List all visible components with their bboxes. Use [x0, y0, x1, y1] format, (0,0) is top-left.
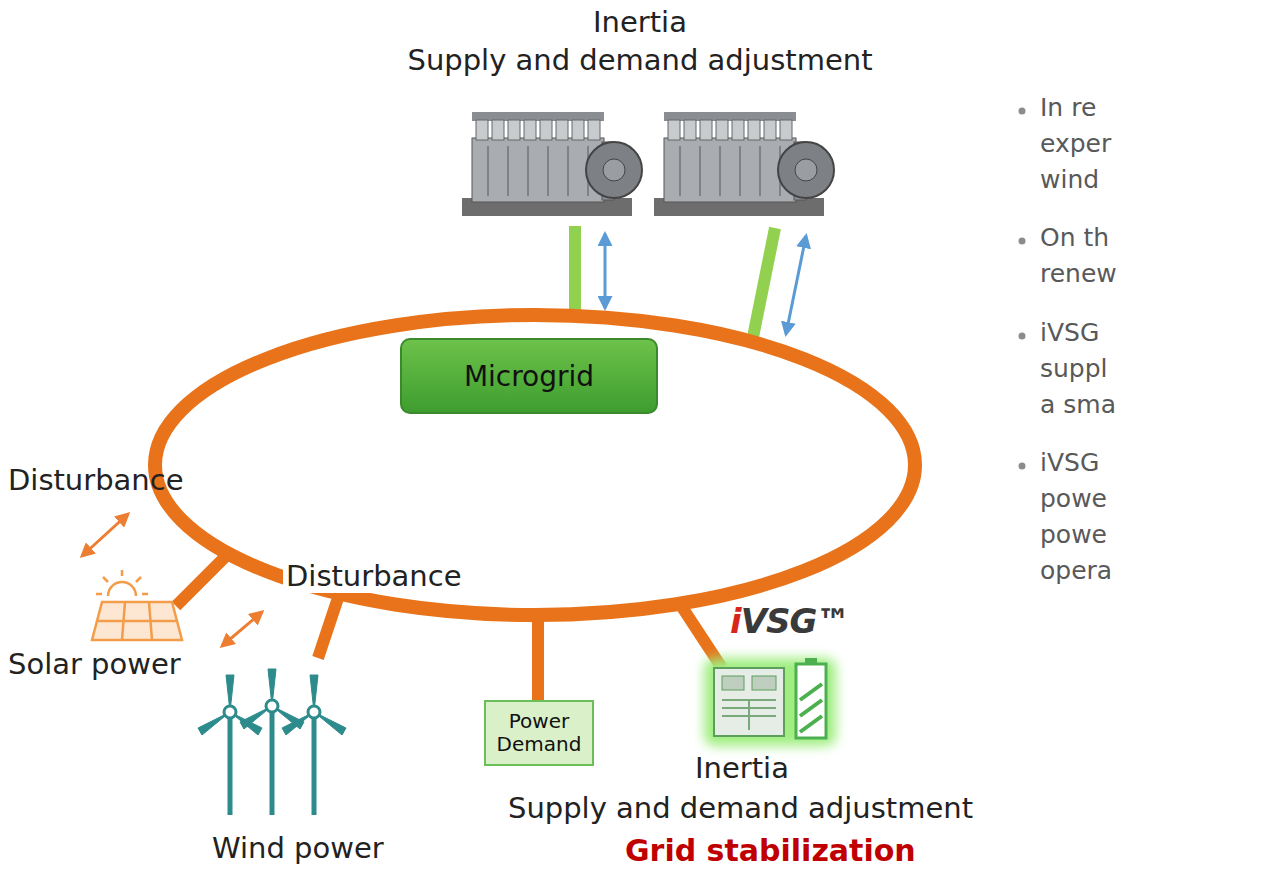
disturbance-label: Disturbance: [8, 464, 184, 497]
bullet-text: suppl: [1040, 355, 1108, 384]
engine-illustration: [462, 112, 642, 216]
bullet-text: wind: [1040, 166, 1099, 195]
source-label: Wind power: [212, 832, 384, 865]
microgrid-box: Microgrid: [400, 338, 658, 414]
cabinet-lines: [722, 700, 776, 730]
microgrid-ring: [155, 315, 915, 615]
bullet-text: exper: [1040, 130, 1111, 159]
wind-turbines: [198, 669, 346, 815]
turbine-tower: [312, 712, 317, 815]
bullet-text: On th: [1040, 224, 1109, 253]
bullet-text: a sma: [1040, 391, 1116, 420]
bullet-text: opera: [1040, 557, 1112, 586]
bullet: [1019, 108, 1026, 115]
bullet: [1019, 238, 1026, 245]
sun-symbol: [108, 582, 136, 596]
exchange-arrow: [604, 234, 607, 308]
node-text: Microgrid: [464, 360, 594, 393]
turbine-blades: [240, 669, 304, 729]
battery-stripes: [800, 684, 822, 732]
caption-text: Grid stabilization: [625, 834, 916, 869]
inverter-cabinet: [714, 668, 784, 736]
battery-symbol: [796, 664, 826, 738]
solar-icon: [92, 570, 182, 640]
turbine-tower: [270, 706, 275, 815]
bullet-text: powe: [1040, 521, 1107, 550]
bullet-text: powe: [1040, 485, 1107, 514]
disturbance-arrow: [82, 514, 128, 556]
disturbance-label: Disturbance: [283, 560, 465, 593]
bullet-text: In re: [1040, 94, 1096, 123]
node-text: Power Demand: [494, 710, 584, 756]
cabinet-panel: [722, 676, 744, 690]
turbine-blades: [198, 675, 262, 735]
connection-bar: [569, 226, 581, 318]
turbine-blades: [282, 675, 346, 735]
engine-illustration: [654, 112, 834, 216]
connection-line: [176, 556, 226, 606]
exchange-arrow: [786, 236, 806, 334]
function-label: Inertia: [695, 752, 789, 785]
bullet-text: iVSG: [1040, 319, 1099, 348]
battery-terminal: [805, 658, 817, 664]
turbine-hub: [308, 706, 320, 718]
solar-panel: [92, 602, 182, 640]
connection-line: [318, 598, 338, 658]
ivsg-device: [714, 658, 826, 738]
device-glow: [704, 658, 836, 746]
turbine-hub: [224, 706, 236, 718]
cabinet-panel: [752, 676, 776, 690]
turbine-hub: [266, 700, 278, 712]
heading-label: Inertia: [593, 6, 687, 39]
sun-rays: [96, 570, 148, 594]
bullet-text: iVSG: [1040, 449, 1099, 478]
demand-box: Power Demand: [484, 700, 594, 766]
product-logo: iVSG™: [730, 603, 849, 640]
bullet: [1019, 333, 1026, 340]
turbine-tower: [228, 712, 233, 815]
bullet-marks: [1019, 108, 1026, 470]
bullet-text: renew: [1040, 260, 1117, 289]
connection-line: [532, 616, 544, 702]
source-label: Solar power: [8, 648, 181, 681]
disturbance-arrow: [222, 612, 262, 646]
panel-grid: [97, 602, 177, 640]
function-label: Supply and demand adjustment: [508, 792, 973, 825]
bullet: [1019, 463, 1026, 470]
heading-label: Supply and demand adjustment: [407, 44, 872, 77]
connection-bar: [752, 228, 775, 342]
